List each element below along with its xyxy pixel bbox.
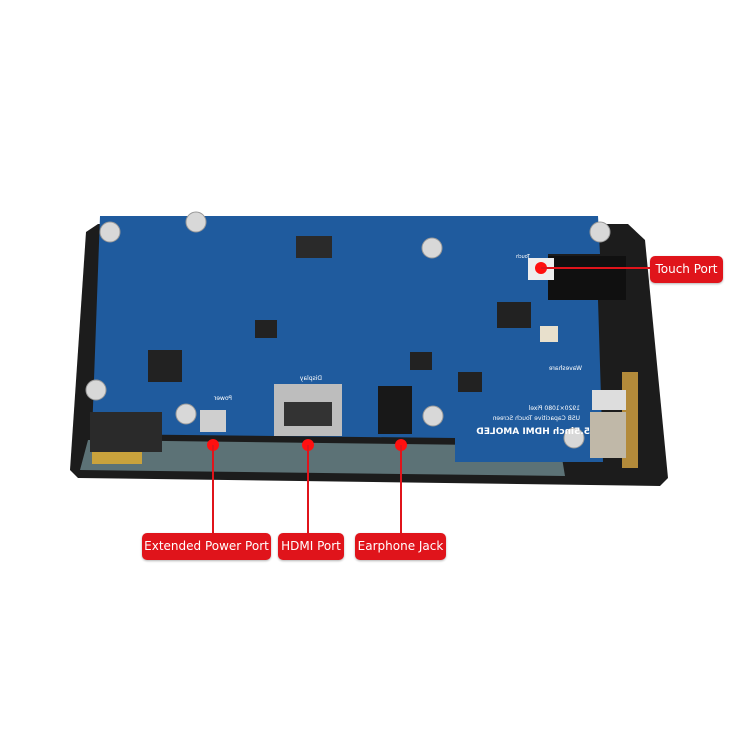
- touch-window: [548, 256, 626, 300]
- audio-jack: [378, 386, 412, 434]
- silk-display: Display: [299, 375, 322, 382]
- touch-port-leader: [541, 267, 651, 269]
- silk-product: 5.5inch HDMI AMOLED: [476, 427, 590, 437]
- fpc-connector: [592, 390, 626, 410]
- chip: [296, 236, 332, 258]
- power-port-leader: [212, 445, 214, 534]
- gold-fingers: [92, 452, 142, 464]
- pcb-board: [92, 216, 603, 462]
- earphone-jack-label: Earphone Jack: [355, 533, 446, 560]
- silk-touch-label: Touch: [516, 254, 531, 260]
- button: [540, 326, 558, 342]
- fpc-connector: [590, 412, 626, 458]
- earphone-jack-leader: [400, 445, 402, 534]
- micro-usb-port: [200, 410, 226, 432]
- standoffs: [85, 211, 611, 449]
- hdmi-port-leader: [307, 445, 309, 534]
- left-fpc: [90, 412, 162, 452]
- silk-power: Power: [213, 395, 232, 402]
- chip: [255, 320, 277, 338]
- panel-glass-strip: [80, 440, 565, 476]
- chip: [497, 302, 531, 328]
- extended-power-port-label: Extended Power Port: [142, 533, 271, 560]
- hdmi-port-label: HDMI Port: [278, 533, 344, 560]
- chip: [458, 372, 482, 392]
- hdmi-opening: [284, 402, 332, 426]
- silk-brand: Waveshare: [549, 365, 582, 372]
- silk-touch: USB Capacitive Touch Screen: [492, 415, 580, 422]
- silk-resolution: 1920×1080 Pixel: [528, 405, 580, 412]
- chip: [148, 350, 182, 382]
- chip: [410, 352, 432, 370]
- touch-port-label: Touch Port: [650, 256, 723, 283]
- silkscreen-text: 5.5inch HDMI AMOLED USB Capacitive Touch…: [213, 254, 590, 437]
